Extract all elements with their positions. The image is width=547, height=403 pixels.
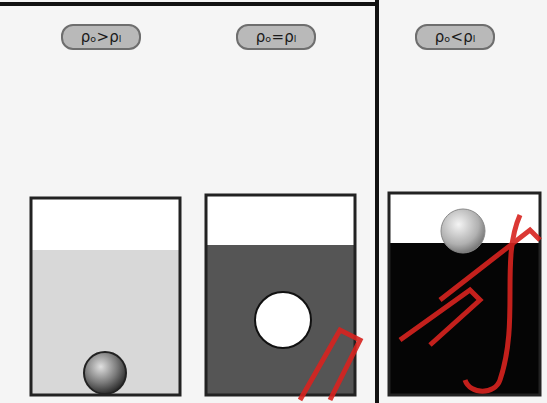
label-pill: ρₒ=ρₗ: [236, 24, 316, 50]
density-label: ρₒ=ρₗ: [256, 28, 296, 46]
divider: [375, 0, 379, 403]
density-label: ρₒ>ρₗ: [81, 28, 121, 46]
beaker: [31, 198, 180, 395]
liquid: [31, 250, 180, 395]
label-pill: ρₒ<ρₗ: [415, 24, 495, 50]
watermark-logo: [300, 215, 540, 400]
label-pill: ρₒ>ρₗ: [61, 24, 141, 50]
right-panel: [379, 0, 547, 403]
beaker: [389, 193, 540, 395]
ball: [441, 209, 485, 253]
liquid: [206, 245, 355, 395]
beaker-outline: [206, 195, 355, 395]
beaker: [206, 195, 355, 395]
density-label: ρₒ<ρₗ: [435, 28, 475, 46]
beaker-outline: [389, 193, 540, 395]
top-rule: [0, 2, 377, 6]
ball: [84, 352, 126, 394]
left-panel: [0, 0, 375, 403]
ball: [255, 292, 311, 348]
liquid: [389, 243, 540, 395]
beaker-outline: [31, 198, 180, 395]
